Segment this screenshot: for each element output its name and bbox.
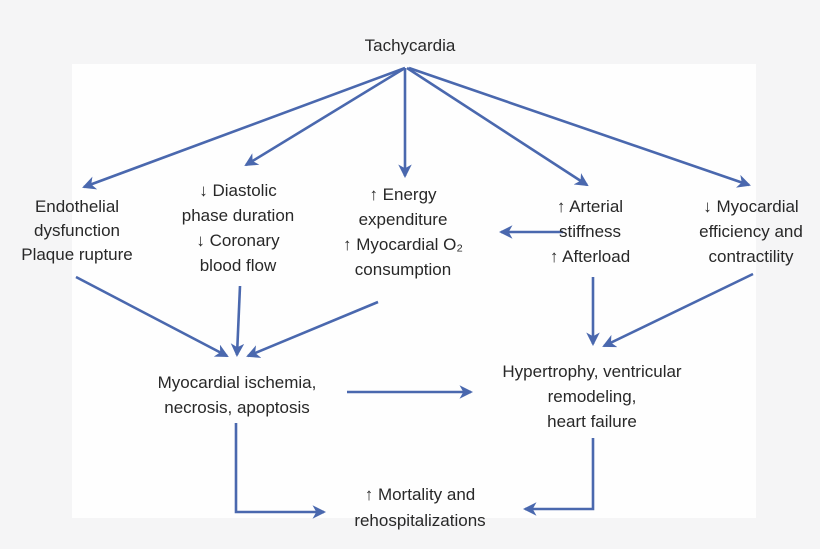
node-efficiency-line-2: efficiency and: [699, 222, 803, 241]
node-tachycardia-label: Tachycardia: [364, 36, 456, 55]
edge-ischemia-mortality: [234, 423, 327, 519]
node-energy-expenditure: ↑ Energy expenditure ↑ Myocardial O₂ con…: [323, 182, 483, 282]
node-hypertrophy-line-2: remodeling,: [547, 387, 637, 406]
node-diastolic-line-4: blood flow: [199, 256, 277, 275]
node-mortality-line-1: ↑ Mortality and: [364, 485, 476, 504]
node-efficiency-line-1: ↓ Myocardial: [703, 197, 799, 216]
node-diastolic-line-3: ↓ Coronary: [196, 231, 280, 250]
node-arterial-stiffness: ↑ Arterial stiffness ↑ Afterload: [515, 194, 665, 269]
edge-efficiency-hypertrophy: [602, 272, 754, 348]
node-ischemia-line-2: necrosis, apoptosis: [164, 398, 310, 417]
node-efficiency-line-3: contractility: [708, 247, 794, 266]
edge-tachycardia-arterial: [406, 66, 589, 187]
node-tachycardia: Tachycardia: [330, 33, 490, 58]
node-arterial-line-1: ↑ Arterial: [556, 197, 624, 216]
node-mortality-rehospitalizations: ↑ Mortality and rehospitalizations: [330, 482, 510, 534]
node-hypertrophy-line-3: heart failure: [547, 412, 637, 431]
node-energy-line-1: ↑ Energy: [369, 185, 437, 204]
node-energy-line-3: ↑ Myocardial O₂: [343, 235, 463, 254]
node-endothelial-line-1: Endothelial: [34, 197, 120, 216]
node-endothelial-line-2: dysfunction: [34, 221, 120, 240]
node-myocardial-efficiency: ↓ Myocardial efficiency and contractilit…: [676, 194, 820, 269]
node-arterial-line-2: stiffness: [558, 222, 622, 241]
node-hypertrophy-remodeling: Hypertrophy, ventricular remodeling, hea…: [482, 359, 702, 434]
edge-tachycardia-endothelial: [82, 66, 406, 190]
edge-endothelial-ischemia: [75, 275, 229, 358]
node-endothelial-line-3: Plaque rupture: [21, 245, 133, 264]
node-myocardial-ischemia: Myocardial ischemia, necrosis, apoptosis: [137, 370, 337, 420]
edge-energy-ischemia: [246, 300, 379, 358]
node-diastolic-line-2: phase duration: [181, 206, 295, 225]
edge-tachycardia-diastolic: [244, 66, 406, 167]
diagram-panel: [72, 64, 756, 518]
node-mortality-line-2: rehospitalizations: [354, 511, 486, 530]
node-energy-line-4: consumption: [354, 260, 452, 279]
edge-diastolic-ischemia: [230, 285, 245, 358]
node-endothelial-dysfunction: Endothelial dysfunction Plaque rupture: [2, 195, 152, 267]
node-energy-line-2: expenditure: [358, 210, 448, 229]
node-hypertrophy-line-1: Hypertrophy, ventricular: [502, 362, 682, 381]
edge-hypertrophy-mortality: [522, 438, 595, 516]
node-ischemia-line-1: Myocardial ischemia,: [157, 373, 317, 392]
node-diastolic-phase: ↓ Diastolic phase duration ↓ Coronary bl…: [158, 178, 318, 278]
node-arterial-line-3: ↑ Afterload: [549, 247, 631, 266]
node-diastolic-line-1: ↓ Diastolic: [199, 181, 277, 200]
edge-tachycardia-efficiency: [408, 66, 751, 188]
